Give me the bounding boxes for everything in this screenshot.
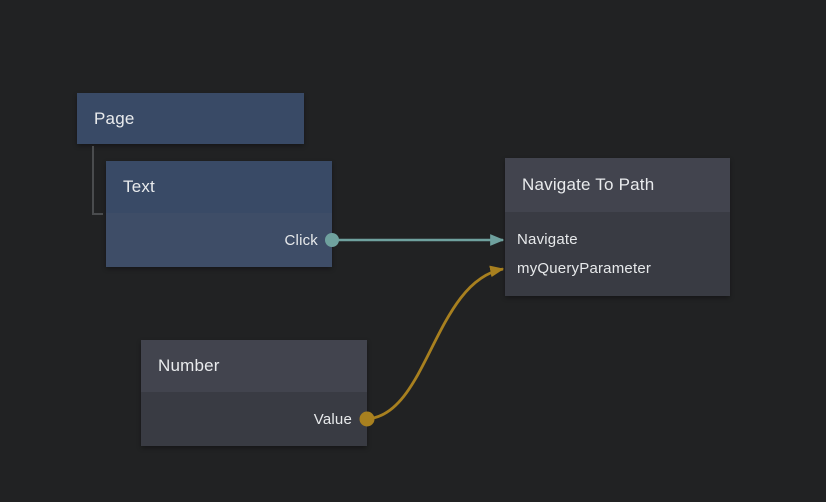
node-text-body: Click [106,213,332,267]
port-row-myqueryparameter: myQueryParameter [505,254,730,283]
output-port-label-click: Click [284,231,318,249]
node-number[interactable]: Number Value [141,340,367,446]
output-port-click[interactable] [325,233,339,247]
output-port-label-value: Value [313,410,352,428]
node-page-title: Page [94,108,135,128]
node-text-title: Text [123,177,155,196]
node-text[interactable]: Text Click [106,161,332,267]
node-navigate-to-path-title: Navigate To Path [522,175,655,194]
connection-value-to-myqueryparameter[interactable] [366,265,505,421]
node-navigate-to-path-body: Navigate myQueryParameter [505,212,730,296]
port-row-navigate: Navigate [505,225,730,254]
node-number-body: Value [141,392,367,446]
node-navigate-to-path[interactable]: Navigate To Path Navigate myQueryParamet… [505,158,730,296]
node-navigate-to-path-header: Navigate To Path [505,158,730,212]
port-row-click: Click [106,226,332,255]
hierarchy-line-page-text [92,146,103,215]
node-number-title: Number [158,356,220,375]
node-page[interactable]: Page [77,93,304,144]
output-port-value[interactable] [359,411,375,427]
node-text-header: Text [106,161,332,213]
node-number-header: Number [141,340,367,392]
input-port-label-navigate: Navigate [517,231,578,248]
input-port-label-myqueryparameter: myQueryParameter [517,260,652,277]
node-page-header: Page [77,93,304,144]
port-row-value: Value [141,405,367,434]
